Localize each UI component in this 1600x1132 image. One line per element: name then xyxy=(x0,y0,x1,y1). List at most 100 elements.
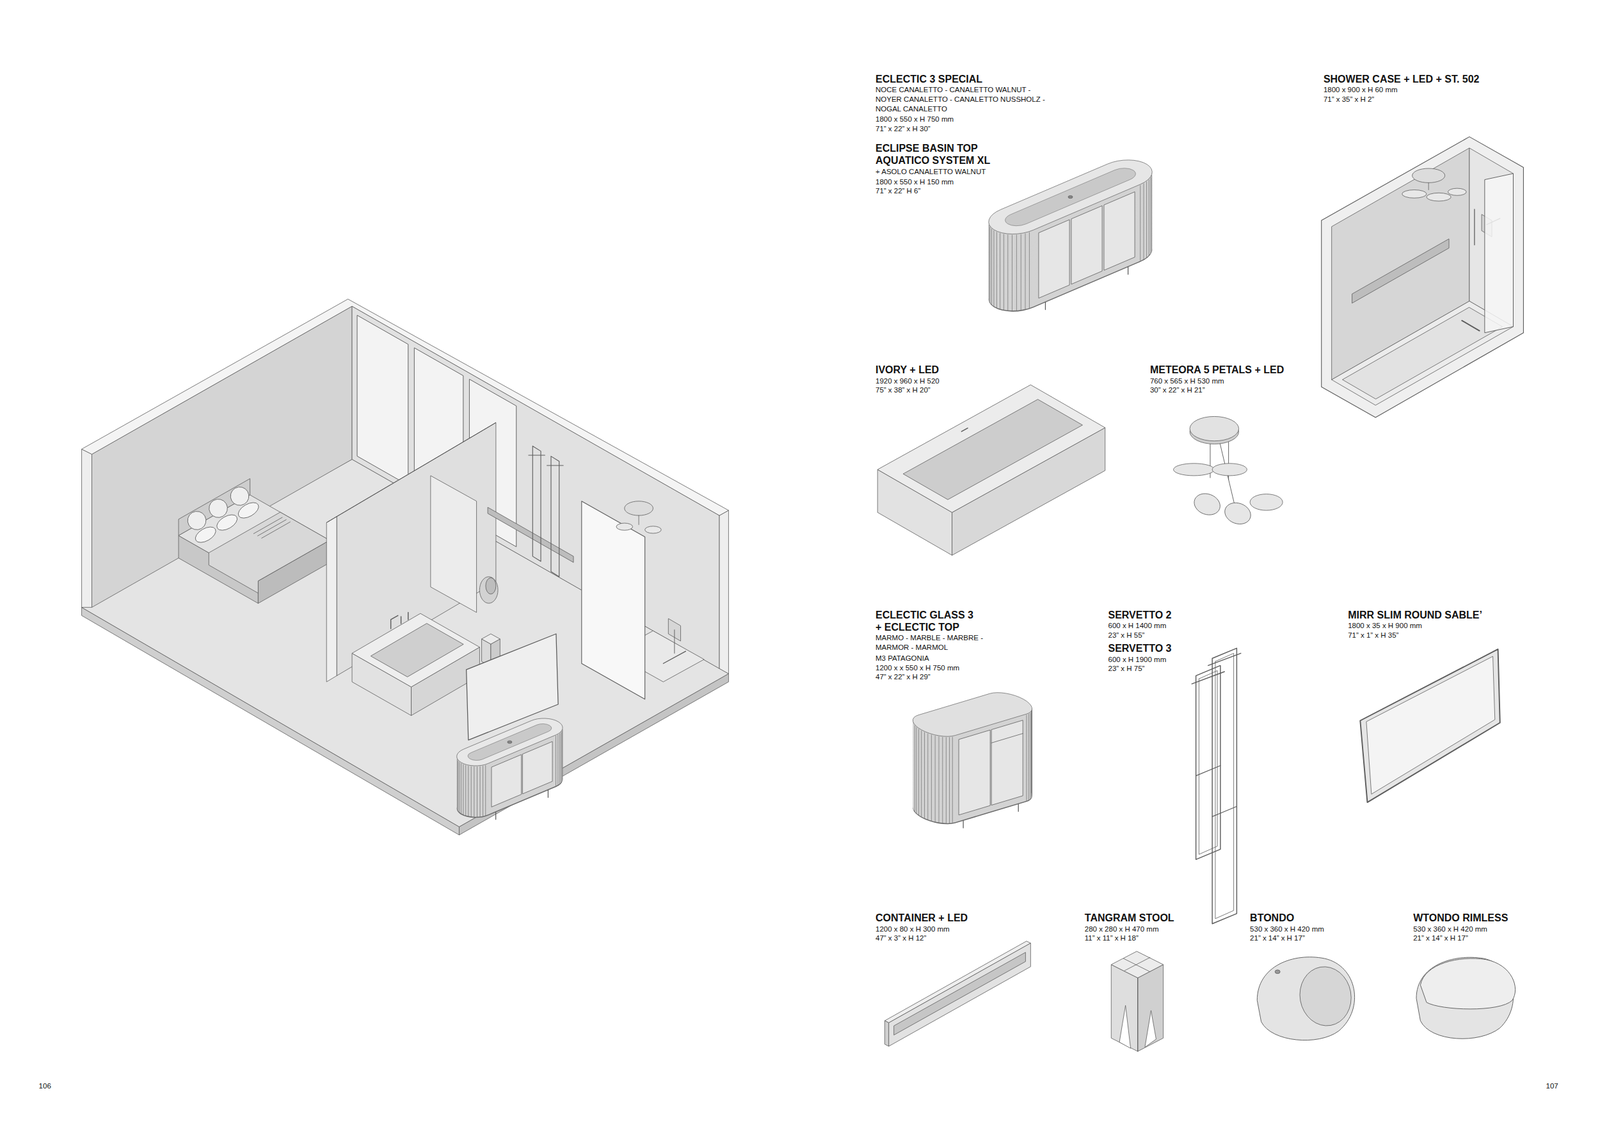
finish-list: NOCE CANALETTO - CANALETTO WALNUT - NOYE… xyxy=(875,85,1052,114)
pillow xyxy=(214,511,240,534)
dimension-inch: 21” x 14” x H 17” xyxy=(1413,933,1469,943)
dimension-mm: 530 x 360 x H 420 mm xyxy=(1249,924,1325,934)
towel-rack xyxy=(532,446,541,562)
fluting-line xyxy=(1028,713,1030,800)
rack-hook xyxy=(1208,652,1241,665)
fluting-line xyxy=(471,766,472,816)
room-axonometric xyxy=(81,298,729,835)
fluting-line xyxy=(1029,712,1031,799)
stool-joint xyxy=(1124,956,1151,971)
dimension-inch: 23” x H 75” xyxy=(1108,663,1145,674)
dimension-inch: 11” x 11” x H 18” xyxy=(1084,933,1139,943)
finish-name: M3 PATAGONIA xyxy=(875,653,930,664)
product-name: ECLECTIC GLASS 3 + ECLECTIC TOP xyxy=(875,608,978,633)
fluting-line xyxy=(1029,232,1030,308)
rack-hook xyxy=(528,454,546,456)
dimension-inch: 71” x 22” x H 30” xyxy=(875,124,931,134)
meteora-disc xyxy=(1189,416,1240,441)
fluting-line xyxy=(559,733,560,784)
fluting-line xyxy=(473,766,475,817)
shower-petal xyxy=(645,526,662,534)
meteora-petal xyxy=(1191,489,1224,518)
towel-rack xyxy=(551,456,560,577)
rack-hook xyxy=(1191,671,1225,684)
shower-stem xyxy=(638,515,640,525)
dimension-inch: 21” x 14” x H 17” xyxy=(1249,933,1305,943)
rack-frame xyxy=(1198,670,1218,854)
product-name: TANGRAM STOOL xyxy=(1084,911,1175,924)
meteora-petal xyxy=(1249,494,1283,511)
drawer-line xyxy=(991,733,1023,744)
overflow-slot xyxy=(961,428,968,432)
dimension-inch: 71” x 22” H 6” xyxy=(875,186,921,196)
bathtub-top xyxy=(877,384,1106,512)
dimension-mm: 1800 x 35 x H 900 mm xyxy=(1347,620,1423,631)
cabinet-door xyxy=(958,729,991,815)
wall-niche xyxy=(487,506,574,562)
stool-edge xyxy=(1137,977,1138,1051)
cabinet-top xyxy=(449,714,571,770)
fluting-line xyxy=(993,230,994,306)
fluting-line xyxy=(1024,233,1026,310)
dimension-mm: 1920 x 960 x H 520 xyxy=(875,376,940,386)
fluting-line xyxy=(458,762,460,813)
rack-bar xyxy=(1196,765,1221,776)
dimension-mm: 280 x 280 x H 470 mm xyxy=(1084,924,1160,934)
basin-drain xyxy=(507,740,512,744)
cabinet-door xyxy=(1038,219,1070,299)
stool-cutout xyxy=(1119,1004,1131,1048)
container-shelf xyxy=(884,940,1031,1046)
fluting-line xyxy=(938,736,940,823)
stool-joint xyxy=(1123,958,1150,972)
container-end xyxy=(884,1020,889,1046)
dimension-mm: 1800 x 550 x H 150 mm xyxy=(875,177,954,187)
fluting-line xyxy=(918,728,920,815)
fluting-line xyxy=(485,764,486,815)
stool-top xyxy=(1111,951,1163,978)
mirror-glass xyxy=(1366,656,1496,794)
cabinet-leg xyxy=(1045,302,1046,310)
hand-shower xyxy=(1473,209,1475,246)
shower-case xyxy=(1321,136,1524,418)
bathtub-ivory xyxy=(877,384,1106,555)
bathtub-top xyxy=(352,613,480,687)
dimension-mm: 760 x 565 x H 530 mm xyxy=(1150,376,1225,386)
ceiling-shower xyxy=(1412,168,1446,183)
shower-petal xyxy=(1426,192,1451,201)
fluting-line xyxy=(1143,183,1145,260)
meteora-petal xyxy=(1212,463,1247,476)
meteora-petal xyxy=(1221,499,1254,528)
blanket-stripe xyxy=(261,521,291,538)
cabinet-door xyxy=(991,720,1023,806)
cabinet-leg xyxy=(547,789,549,797)
fluting-line xyxy=(945,737,947,824)
stool-cutout xyxy=(1144,1009,1157,1047)
fluting-line xyxy=(949,737,950,824)
mirror-slim-round xyxy=(1360,648,1500,802)
fluting-line xyxy=(557,734,559,785)
product-name: CONTAINER + LED xyxy=(875,911,968,924)
blanket-stripe xyxy=(253,517,283,534)
rack-hook xyxy=(547,464,564,466)
shower-tray xyxy=(1342,307,1503,399)
fluting-line xyxy=(456,759,458,809)
shower-stem xyxy=(1428,182,1430,190)
fluting-line xyxy=(996,232,998,308)
product-name: METEORA 5 PETALS + LED xyxy=(1150,363,1284,376)
fluting-line xyxy=(927,733,928,820)
dimension-inch: 47” x 22” x H 29” xyxy=(875,672,931,682)
shower-glass xyxy=(1484,173,1514,333)
fluting-line xyxy=(1031,709,1033,796)
fluting-line xyxy=(457,760,459,811)
fluting-line xyxy=(931,734,932,821)
finish-list: MARMO - MARBLE - MARBRE - MARMOR - MARMO… xyxy=(875,632,998,653)
fluting-line xyxy=(1003,234,1005,310)
bidet-bowl xyxy=(1295,962,1357,1030)
page-number: 107 xyxy=(1546,1080,1559,1091)
fluting-line xyxy=(935,735,936,822)
cabinet-door xyxy=(1071,205,1103,285)
bed-blanket xyxy=(208,512,330,593)
product-name: WTONDO RIMLESS xyxy=(1413,911,1508,924)
